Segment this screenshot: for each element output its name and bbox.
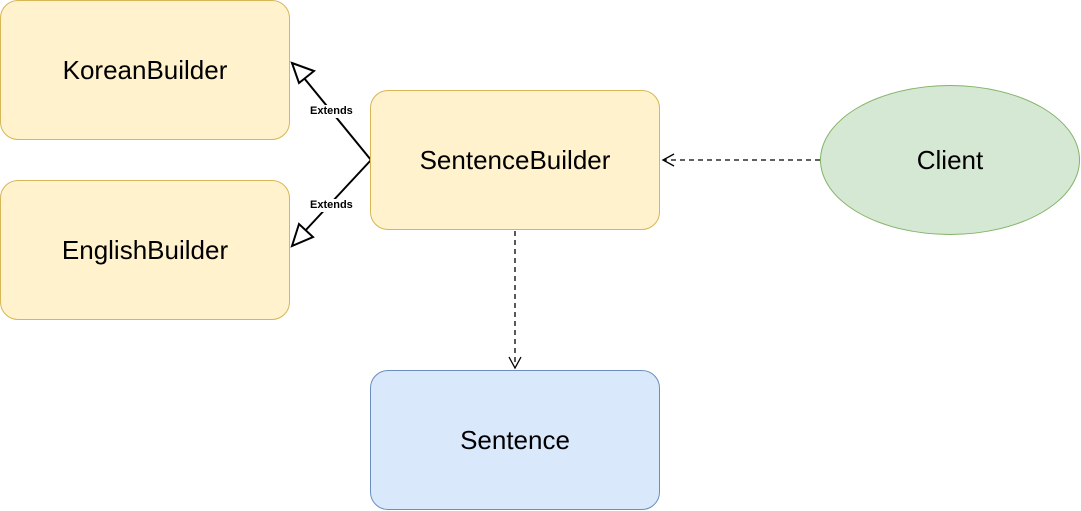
open-arrowhead	[661, 153, 675, 167]
korean-builder-node[interactable]: KoreanBuilder	[0, 0, 290, 140]
edge-line	[303, 77, 372, 161]
extends-edge-korean	[290, 61, 372, 161]
hollow-triangle-arrowhead	[290, 222, 315, 248]
open-arrowhead	[508, 356, 522, 370]
sentence-node[interactable]: Sentence	[370, 370, 660, 510]
extends-label-korean: Extends	[309, 105, 354, 118]
extends-label-english: Extends	[309, 199, 354, 212]
english-builder-node[interactable]: EnglishBuilder	[0, 180, 290, 320]
dependency-edge-client	[661, 153, 820, 167]
hollow-triangle-arrowhead	[290, 61, 317, 85]
edge-line	[303, 159, 372, 233]
extends-edge-english	[290, 159, 372, 248]
sentence-builder-node[interactable]: SentenceBuilder	[370, 90, 660, 230]
dependency-edge-sentence	[508, 231, 522, 370]
client-node[interactable]: Client	[820, 85, 1080, 235]
